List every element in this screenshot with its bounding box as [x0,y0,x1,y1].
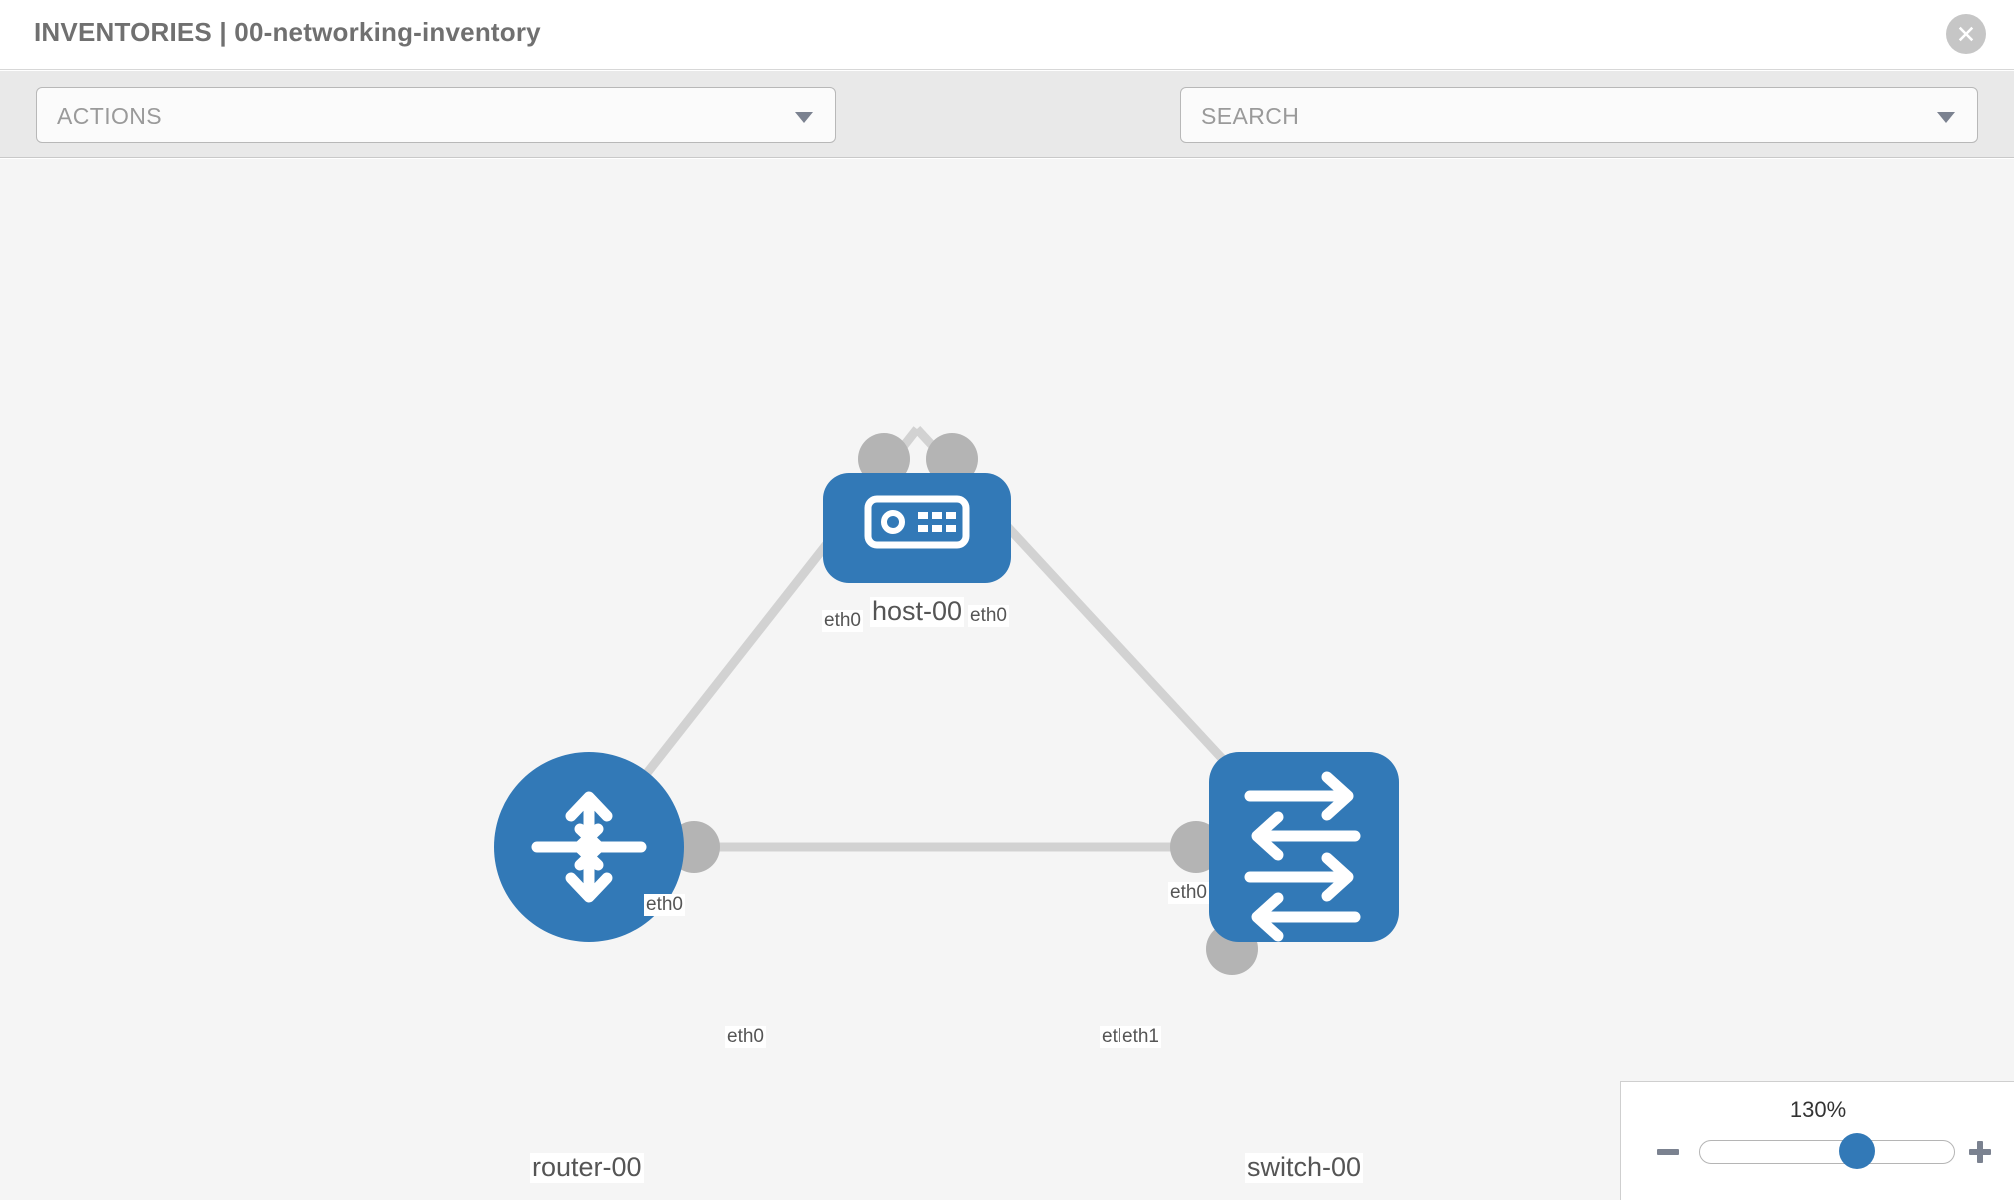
node-router-00 [494,752,684,942]
topology-graph [494,425,1399,975]
actions-dropdown-label: ACTIONS [57,103,163,129]
zoom-slider-track[interactable] [1699,1140,1955,1164]
actions-dropdown[interactable]: ACTIONS [36,87,836,143]
toolbar: ACTIONS SEARCH [0,71,2014,200]
zoom-control-panel: 130% [1620,1081,2014,1200]
edge-label-router-up: eth0 [644,894,685,916]
node-label-router-00: router-00 [530,1152,644,1183]
router-icon [531,791,647,903]
switch-icon [1244,771,1361,942]
edge-label-switch-eth1: eth1 [1120,1026,1161,1048]
chevron-down-icon [795,112,813,123]
topology-canvas[interactable]: eth0 eth0 eth0 eth0 eth0 eth0 eth1 host-… [0,159,2014,1200]
zoom-level-label: 130% [1789,1097,1847,1122]
port-host-right [926,433,978,485]
edge-label-host-left: eth0 [822,610,863,632]
search-input[interactable]: SEARCH [1180,87,1978,143]
edge-label-host-right: eth0 [968,605,1009,627]
zoom-slider-thumb[interactable] [1839,1133,1875,1169]
page-header: INVENTORIES | 00-networking-inventory [0,0,2014,70]
node-host-00 [823,473,1011,583]
node-label-switch-00: switch-00 [1245,1152,1364,1183]
plus-icon[interactable] [1963,1135,1997,1169]
node-label-host-00: host-00 [870,596,965,627]
minus-icon[interactable] [1651,1135,1685,1169]
chevron-down-icon [1937,112,1955,123]
close-icon[interactable] [1946,14,1986,54]
page-title: INVENTORIES | 00-networking-inventory [34,17,541,47]
edge-label-switch-up: eth0 [1168,882,1209,904]
server-icon [864,495,970,549]
edge-label-router-eth0: eth0 [725,1026,766,1048]
search-placeholder: SEARCH [1201,103,1300,129]
port-host-left [858,433,910,485]
node-switch-00 [1209,752,1399,942]
